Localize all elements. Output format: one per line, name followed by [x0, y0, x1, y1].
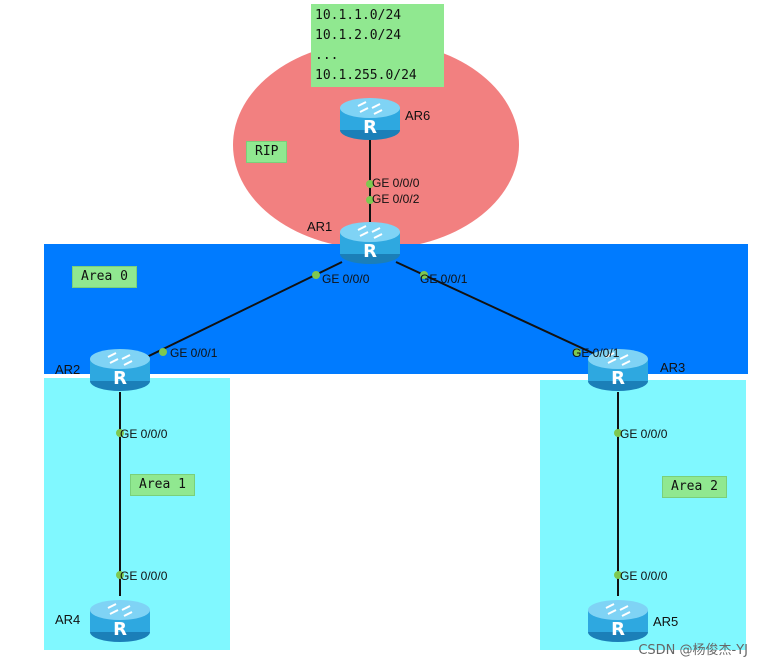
- area1-label: Area 1: [130, 474, 195, 496]
- interface-label: GE 0/0/0: [120, 427, 168, 441]
- port-ar5-ge000[interactable]: [614, 571, 622, 579]
- rip-route-list: 10.1.1.0/24 10.1.2.0/24 ... 10.1.255.0/2…: [311, 4, 444, 87]
- interface-label: GE 0/0/0: [120, 569, 168, 583]
- interface-label: GE 0/0/0: [322, 272, 370, 286]
- interface-label: GE 0/0/2: [372, 192, 420, 206]
- router-icon-ar5[interactable]: R: [586, 596, 650, 644]
- port-ar3-ge001[interactable]: [573, 348, 581, 356]
- watermark: CSDN @杨俊杰-YJ: [638, 643, 748, 658]
- svg-text:R: R: [113, 619, 127, 640]
- route-entry: 10.1.2.0/24: [315, 28, 402, 43]
- port-ar1-ge002[interactable]: [366, 196, 374, 204]
- area2-label: Area 2: [662, 476, 727, 498]
- rip-label: RIP: [246, 141, 288, 163]
- rip-area: [233, 41, 519, 249]
- router-icon-ar4[interactable]: R: [88, 596, 152, 644]
- device-name-ar4: AR4: [55, 612, 81, 627]
- svg-text:R: R: [363, 241, 377, 262]
- router-icon-ar2[interactable]: R: [88, 345, 152, 393]
- device-name-ar2: AR2: [55, 362, 81, 377]
- port-ar3-ge000[interactable]: [614, 429, 622, 437]
- device-name-ar5: AR5: [653, 614, 679, 629]
- route-entry: 10.1.255.0/24: [315, 68, 417, 83]
- router-icon-ar3[interactable]: R: [586, 345, 650, 393]
- router-icon-ar6[interactable]: R: [338, 94, 402, 142]
- link-ar1-ar3[interactable]: [395, 261, 613, 363]
- area0-label: Area 0: [72, 266, 137, 288]
- interface-label: GE 0/0/0: [620, 427, 668, 441]
- svg-text:R: R: [113, 368, 127, 389]
- port-ar1-ge000[interactable]: [312, 271, 320, 279]
- svg-text:R: R: [363, 117, 377, 138]
- svg-text:R: R: [611, 619, 625, 640]
- route-entry: ...: [315, 48, 339, 63]
- router-icon-ar1[interactable]: R: [338, 218, 402, 266]
- interface-label: GE 0/0/1: [420, 272, 468, 286]
- port-ar2-ge000[interactable]: [116, 429, 124, 437]
- port-ar6-ge000[interactable]: [366, 180, 374, 188]
- port-ar1-ge001[interactable]: [420, 271, 428, 279]
- port-ar4-ge000[interactable]: [116, 571, 124, 579]
- interface-label: GE 0/0/1: [170, 346, 218, 360]
- svg-text:R: R: [611, 368, 625, 389]
- interface-label: GE 0/0/1: [572, 346, 620, 360]
- device-name-ar3: AR3: [660, 360, 686, 375]
- device-name-ar6: AR6: [405, 108, 431, 123]
- interface-label: GE 0/0/0: [620, 569, 668, 583]
- device-name-ar1: AR1: [307, 219, 333, 234]
- interface-label: GE 0/0/0: [372, 176, 420, 190]
- route-entry: 10.1.1.0/24: [315, 8, 402, 23]
- link-ar1-ar2[interactable]: [119, 261, 343, 371]
- port-ar2-ge001[interactable]: [159, 348, 167, 356]
